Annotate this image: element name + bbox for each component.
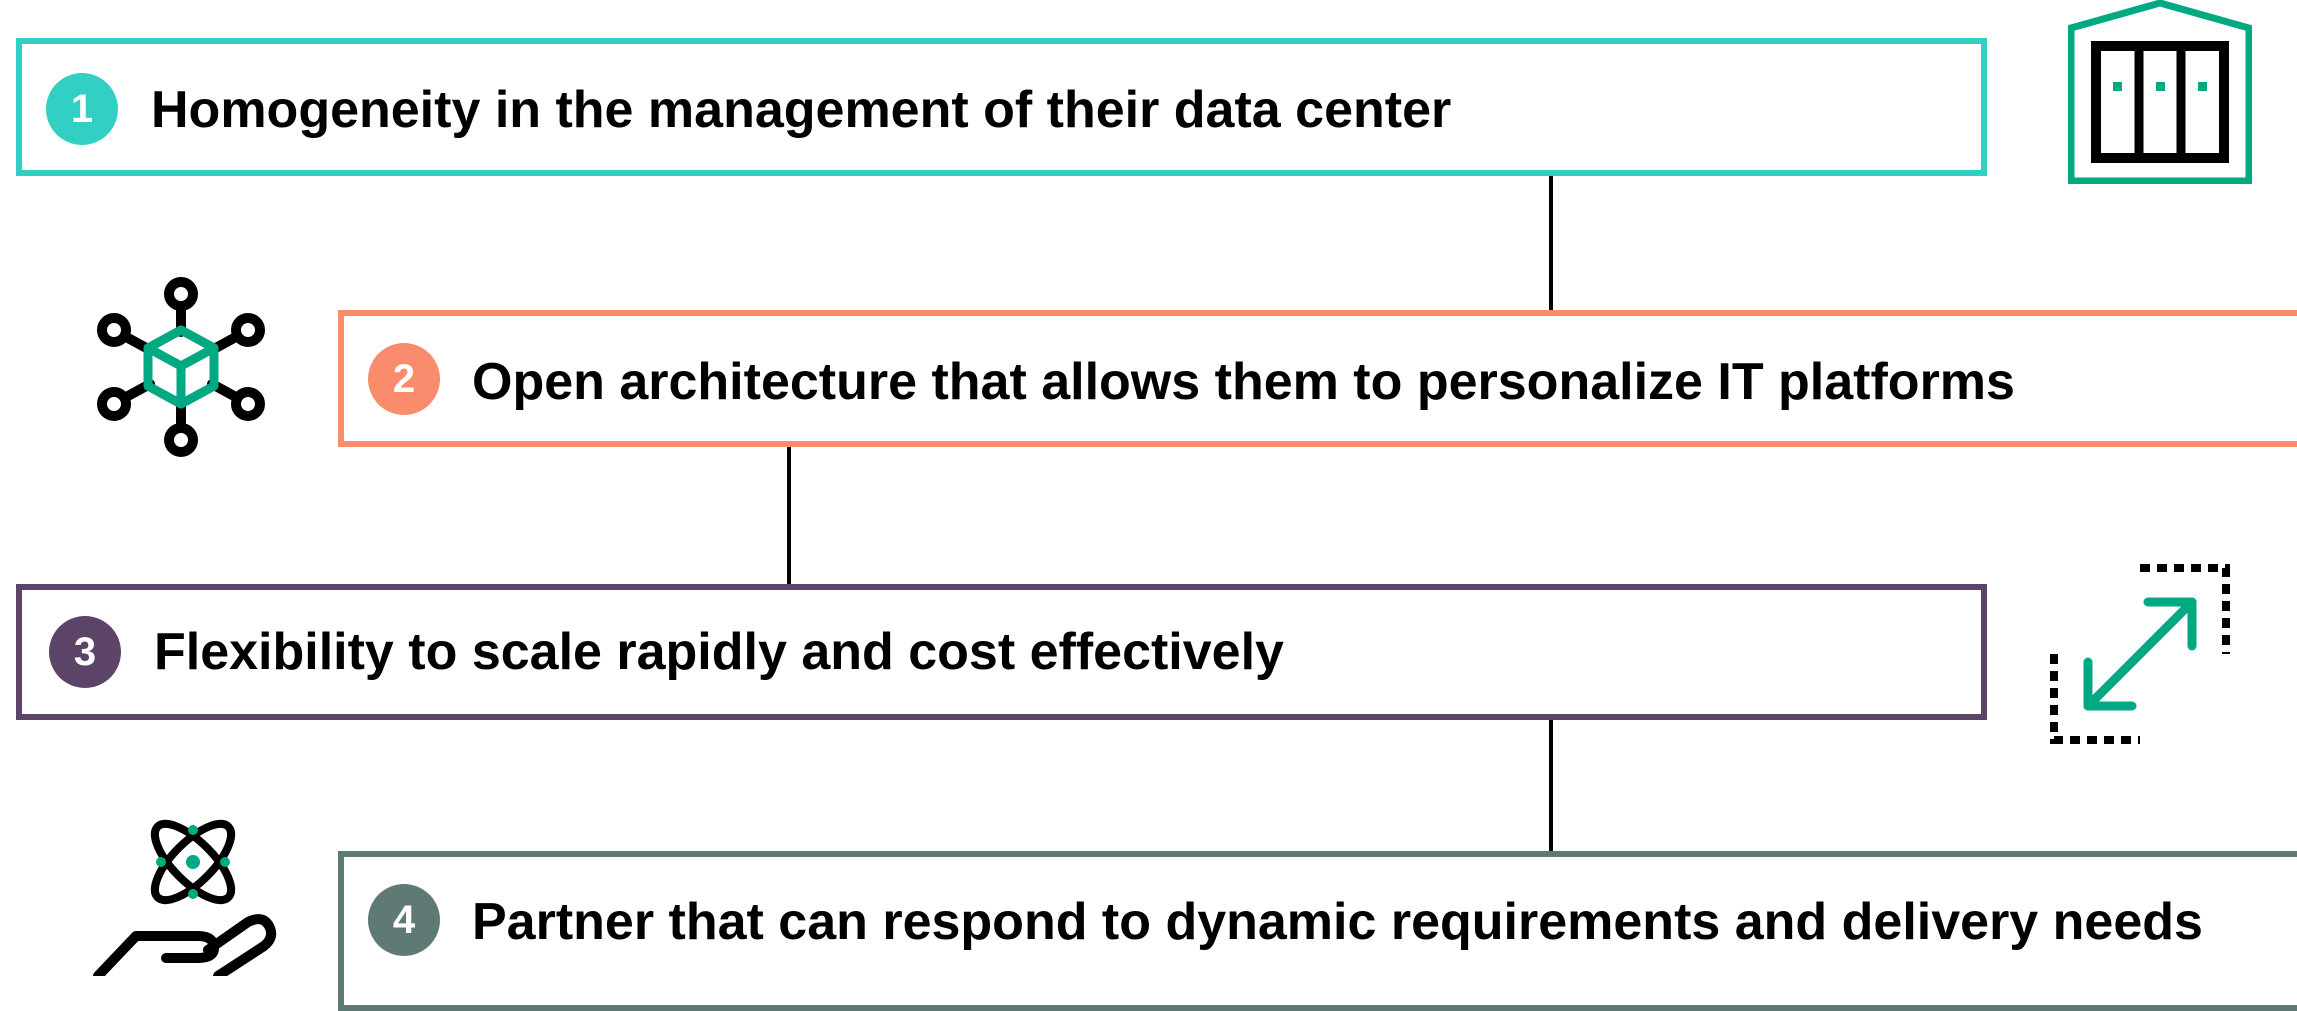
network-hub-icon — [86, 272, 276, 462]
step-3-text: Flexibility to scale rapidly and cost ef… — [154, 623, 1284, 681]
step-1-text: Homogeneity in the management of their d… — [151, 81, 1452, 139]
connector-2-3 — [787, 445, 791, 587]
step-4-text: Partner that can respond to dynamic requ… — [472, 893, 2203, 951]
step-1-badge: 1 — [46, 73, 118, 145]
step-2-badge: 2 — [368, 343, 440, 415]
step-4-badge: 4 — [368, 884, 440, 956]
step-3-box — [16, 584, 1987, 720]
hand-atom-icon — [88, 810, 278, 981]
expand-arrows-icon — [2048, 562, 2232, 746]
server-rack-icon — [2067, 0, 2253, 185]
step-2-text: Open architecture that allows them to pe… — [472, 353, 2015, 411]
step-1-box — [16, 38, 1987, 176]
connector-1-2 — [1549, 174, 1553, 312]
step-3-badge: 3 — [49, 616, 121, 688]
connector-3-4 — [1549, 718, 1553, 853]
step-2-box — [338, 310, 2297, 447]
